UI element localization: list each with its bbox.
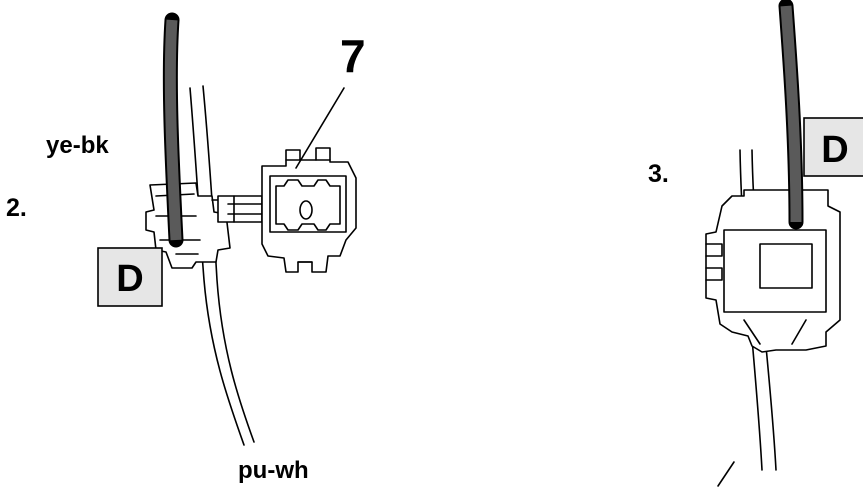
pu-wh-wire-outline <box>202 85 255 443</box>
connector-7 <box>261 147 357 273</box>
clip-bridge <box>217 195 263 223</box>
step-3-panel: 3. D <box>648 0 863 487</box>
step-3-label: 3. <box>648 160 669 188</box>
marker-d-right: D <box>803 117 863 177</box>
marker-d-left-text: D <box>116 258 143 300</box>
ye-bk-cable-right-fill <box>780 5 802 223</box>
wire-label-ye-bk: ye-bk <box>46 132 109 159</box>
closed-clip <box>705 189 841 353</box>
pu-wh-wire <box>189 87 245 446</box>
callout-7: 7 <box>340 30 366 82</box>
step-2-label: 2. <box>6 194 27 222</box>
callout-7-leader <box>295 87 345 169</box>
wire-label-pu-wh: pu-wh <box>238 457 309 484</box>
leader-line-bottom <box>717 461 735 487</box>
marker-d-right-text: D <box>821 129 848 171</box>
ye-bk-cable-fill <box>164 19 182 241</box>
step-2-panel: 7 2. ye-bk pu-wh D <box>6 12 366 484</box>
marker-d-left: D <box>97 247 163 307</box>
